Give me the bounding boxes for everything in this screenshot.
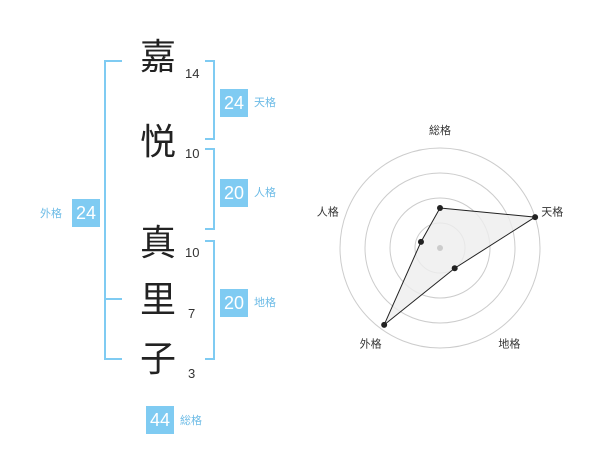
soukaku-label: 総格 xyxy=(180,414,202,427)
name-char-2: 悦 xyxy=(140,122,177,163)
gaikaku-label: 外格 xyxy=(40,207,62,220)
tenkaku-bracket xyxy=(205,60,215,140)
radar-ring xyxy=(364,172,516,324)
gaikaku-bracket xyxy=(104,60,122,360)
radar-point-2 xyxy=(532,214,539,221)
stroke-count-2: 10 xyxy=(185,146,200,161)
jinkaku-bracket xyxy=(205,148,215,230)
stroke-count-1: 14 xyxy=(185,66,200,81)
stroke-count-3: 10 xyxy=(185,245,200,260)
chikaku-badge: 20 xyxy=(220,289,248,317)
radar-point-4 xyxy=(381,321,388,328)
chikaku-label: 地格 xyxy=(254,296,276,309)
radar-point-5 xyxy=(417,238,424,245)
name-char-3: 真 xyxy=(140,223,177,264)
radar-axis-label-5: 人格 xyxy=(317,205,339,219)
name-char-1: 嘉 xyxy=(140,37,177,78)
chikaku-bracket xyxy=(205,240,215,360)
gaikaku-badge: 24 xyxy=(72,199,100,227)
radar-axis-label-4: 外格 xyxy=(360,336,382,350)
radar-point-1 xyxy=(437,205,443,211)
tenkaku-label: 天格 xyxy=(254,96,276,109)
name-char-5: 子 xyxy=(140,339,177,380)
radar-axis-label-2: 天格 xyxy=(541,205,563,219)
stroke-count-5: 3 xyxy=(188,366,196,381)
stroke-count-4: 7 xyxy=(188,306,196,321)
gaikaku-bracket-stub xyxy=(104,298,122,300)
jinkaku-badge: 20 xyxy=(220,179,248,207)
radar-axis-label-1: 総格 xyxy=(429,123,451,137)
radar-ring xyxy=(339,147,541,349)
name-char-4: 里 xyxy=(140,280,177,321)
radar-center-dot xyxy=(437,245,443,251)
radar-ring xyxy=(389,197,491,299)
soukaku-badge: 44 xyxy=(146,406,174,434)
jinkaku-label: 人格 xyxy=(254,186,276,199)
radar-point-3 xyxy=(451,265,458,272)
radar-axis-label-3: 地格 xyxy=(498,336,520,350)
radar-area xyxy=(383,207,537,326)
tenkaku-badge: 24 xyxy=(220,89,248,117)
